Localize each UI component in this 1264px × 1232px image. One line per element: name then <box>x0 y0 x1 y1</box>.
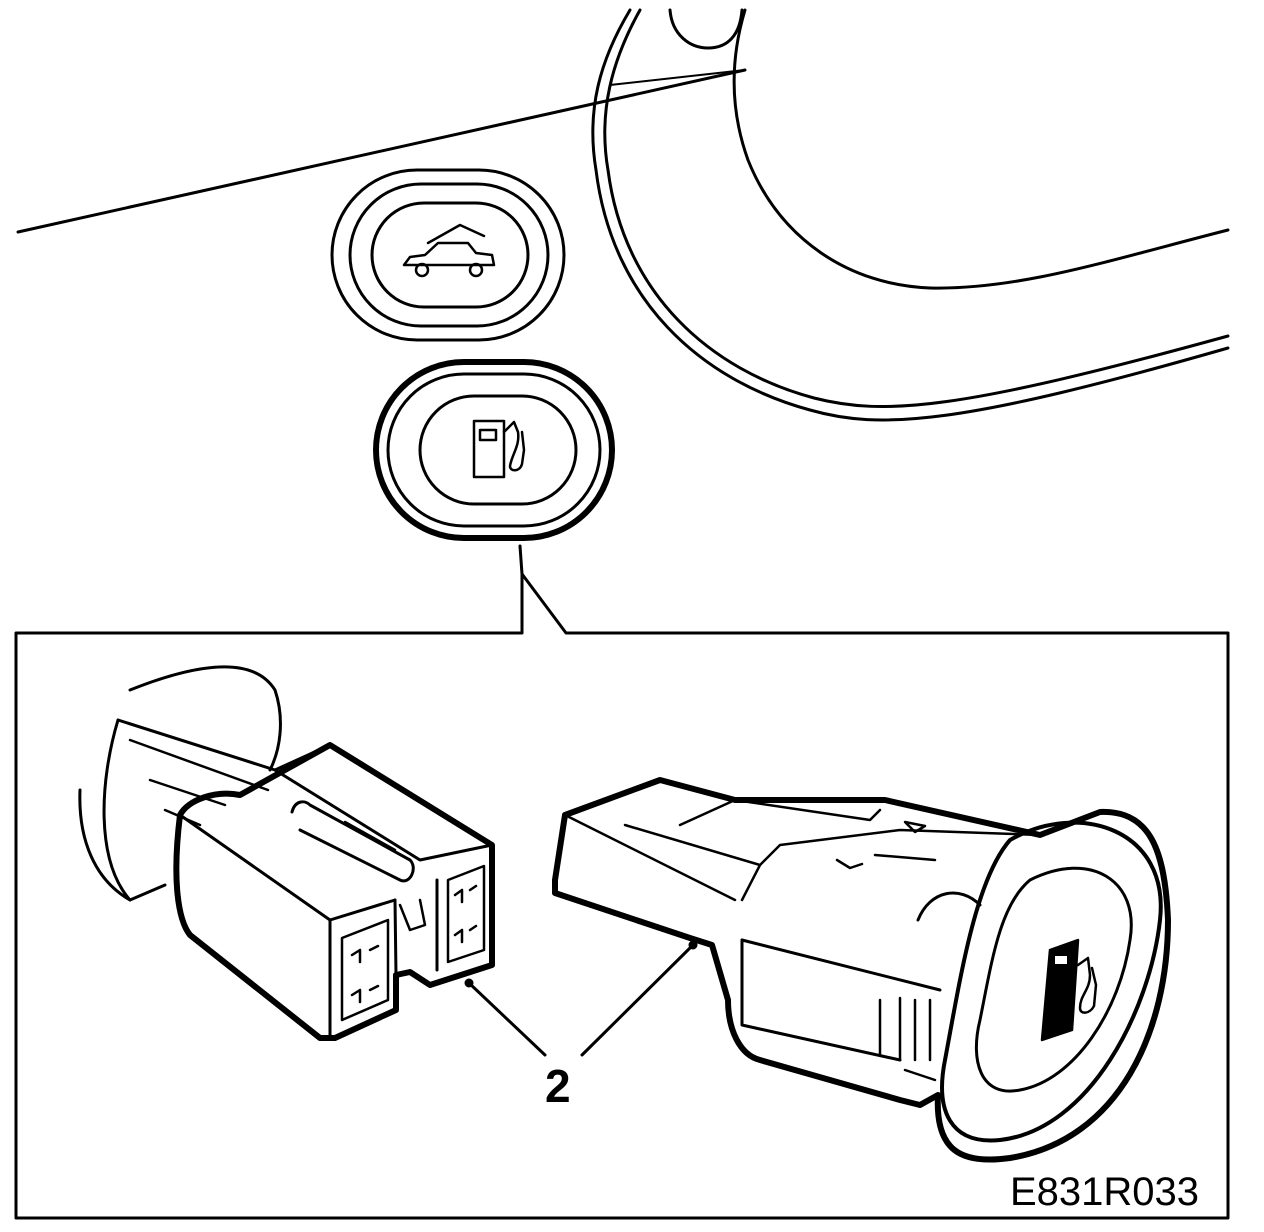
switch-module <box>552 777 1171 1163</box>
callout-2: 2 <box>464 940 698 1112</box>
detail-inset <box>14 544 1230 1220</box>
figure-id: E831R033 <box>1010 1170 1199 1214</box>
fuel-pump-icon <box>1040 938 1098 1042</box>
fuel-door-release-switch <box>373 359 615 541</box>
fuel-pump-icon <box>472 419 526 479</box>
trunk-release-switch <box>330 168 566 342</box>
harness-connector <box>78 665 495 1041</box>
car-trunk-open-icon <box>402 223 496 278</box>
callout-label: 2 <box>545 1060 571 1112</box>
door-panel <box>16 8 1230 422</box>
